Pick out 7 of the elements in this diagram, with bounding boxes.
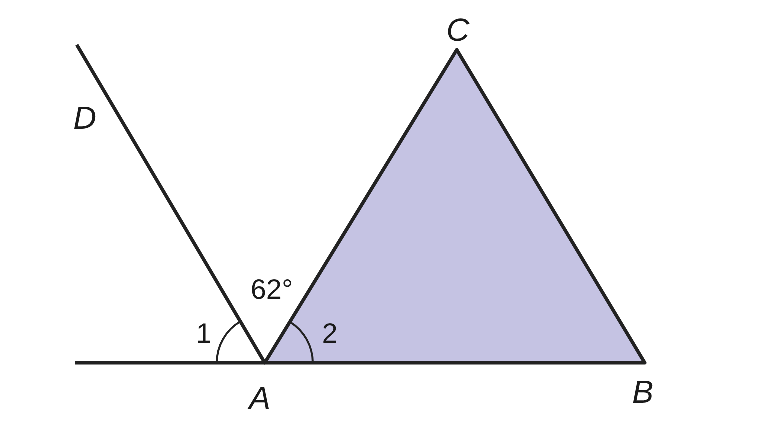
- point-label: A: [249, 382, 271, 414]
- point-label: B: [632, 376, 654, 408]
- point-label: C: [446, 14, 470, 46]
- angle-label: 1: [196, 320, 212, 348]
- point-label: D: [73, 102, 97, 134]
- angle-label: 2: [322, 320, 338, 348]
- angle-label: 62°: [250, 276, 294, 304]
